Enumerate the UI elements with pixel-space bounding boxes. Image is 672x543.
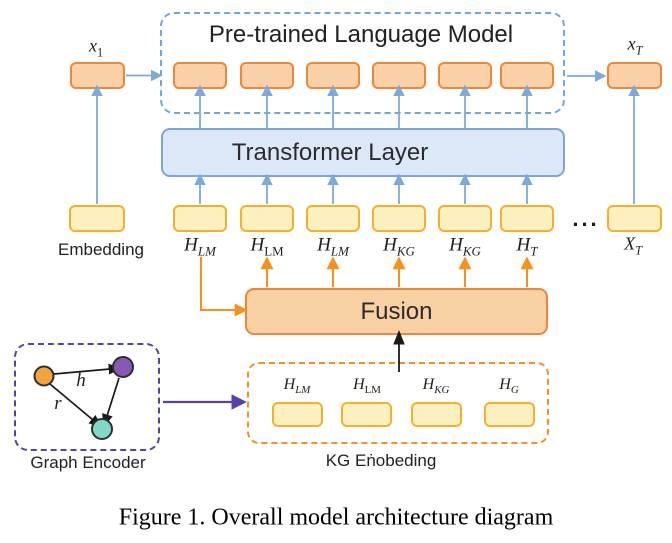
pretrained-lm-container [160, 12, 565, 114]
plm-token-box [173, 62, 227, 89]
graph-encoder-label: Graph Encoder [30, 453, 146, 472]
hidden-state-box [500, 205, 554, 232]
hidden-state-label: HLM [317, 234, 349, 259]
plm-token-box [372, 62, 426, 89]
figure-caption: Figure 1. Overall model architecture dia… [118, 504, 554, 531]
kg-slot-box [411, 402, 462, 427]
x1-label: x1 [88, 35, 104, 60]
ellipsis: ... [572, 206, 600, 231]
kg-slot-box [484, 402, 535, 427]
kg-embedding-container [247, 362, 549, 444]
kg-slot-label: HG [499, 375, 519, 397]
edge-label-r: r [54, 393, 62, 414]
graph-encoder-container [14, 343, 160, 451]
arrows-hidden-to-transformer [194, 173, 533, 204]
kg-slot-label: HLM [283, 375, 311, 397]
embedding-box [69, 205, 125, 232]
plm-token-box [500, 62, 554, 89]
embedding-label: Embedding [57, 240, 145, 259]
kg-slot-box [272, 402, 323, 427]
kg-slot-label: HLM [353, 375, 381, 397]
xt-top-label: xT [627, 33, 643, 58]
plm-token-box [438, 62, 492, 89]
hidden-state-box [306, 205, 360, 232]
hidden-state-box [240, 205, 294, 232]
xt-box [607, 62, 662, 89]
hidden-state-box [372, 205, 426, 232]
transformer-layer-box [161, 128, 565, 177]
transformer-layer-label: Transformer Layer [231, 139, 429, 166]
edge-label-h: h [76, 370, 86, 391]
hidden-state-box [173, 205, 227, 232]
x1-box [70, 62, 125, 89]
kg-slot-label: HKG [422, 375, 450, 397]
hidden-state-label: HKG [449, 234, 481, 259]
hidden-state-label: HLM [250, 234, 284, 259]
xt-bottom-label: XT [624, 233, 642, 258]
plm-token-box [306, 62, 360, 89]
hidden-state-box [438, 205, 492, 232]
arrow-hlm-to-fusion [200, 257, 248, 317]
fusion-label: Fusion [360, 297, 433, 325]
kg-embedding-label: KG Eṅobeding [325, 451, 437, 470]
hidden-state-label: HT [516, 234, 538, 259]
fusion-box: Fusion [245, 288, 548, 335]
pretrained-lm-title: Pre-trained Language Model [208, 21, 514, 48]
hidden-state-label: HKG [383, 234, 415, 259]
xt-input-box [607, 205, 662, 232]
plm-token-box [240, 62, 294, 89]
hidden-state-label: HLM [184, 234, 216, 259]
kg-slot-box [341, 402, 392, 427]
